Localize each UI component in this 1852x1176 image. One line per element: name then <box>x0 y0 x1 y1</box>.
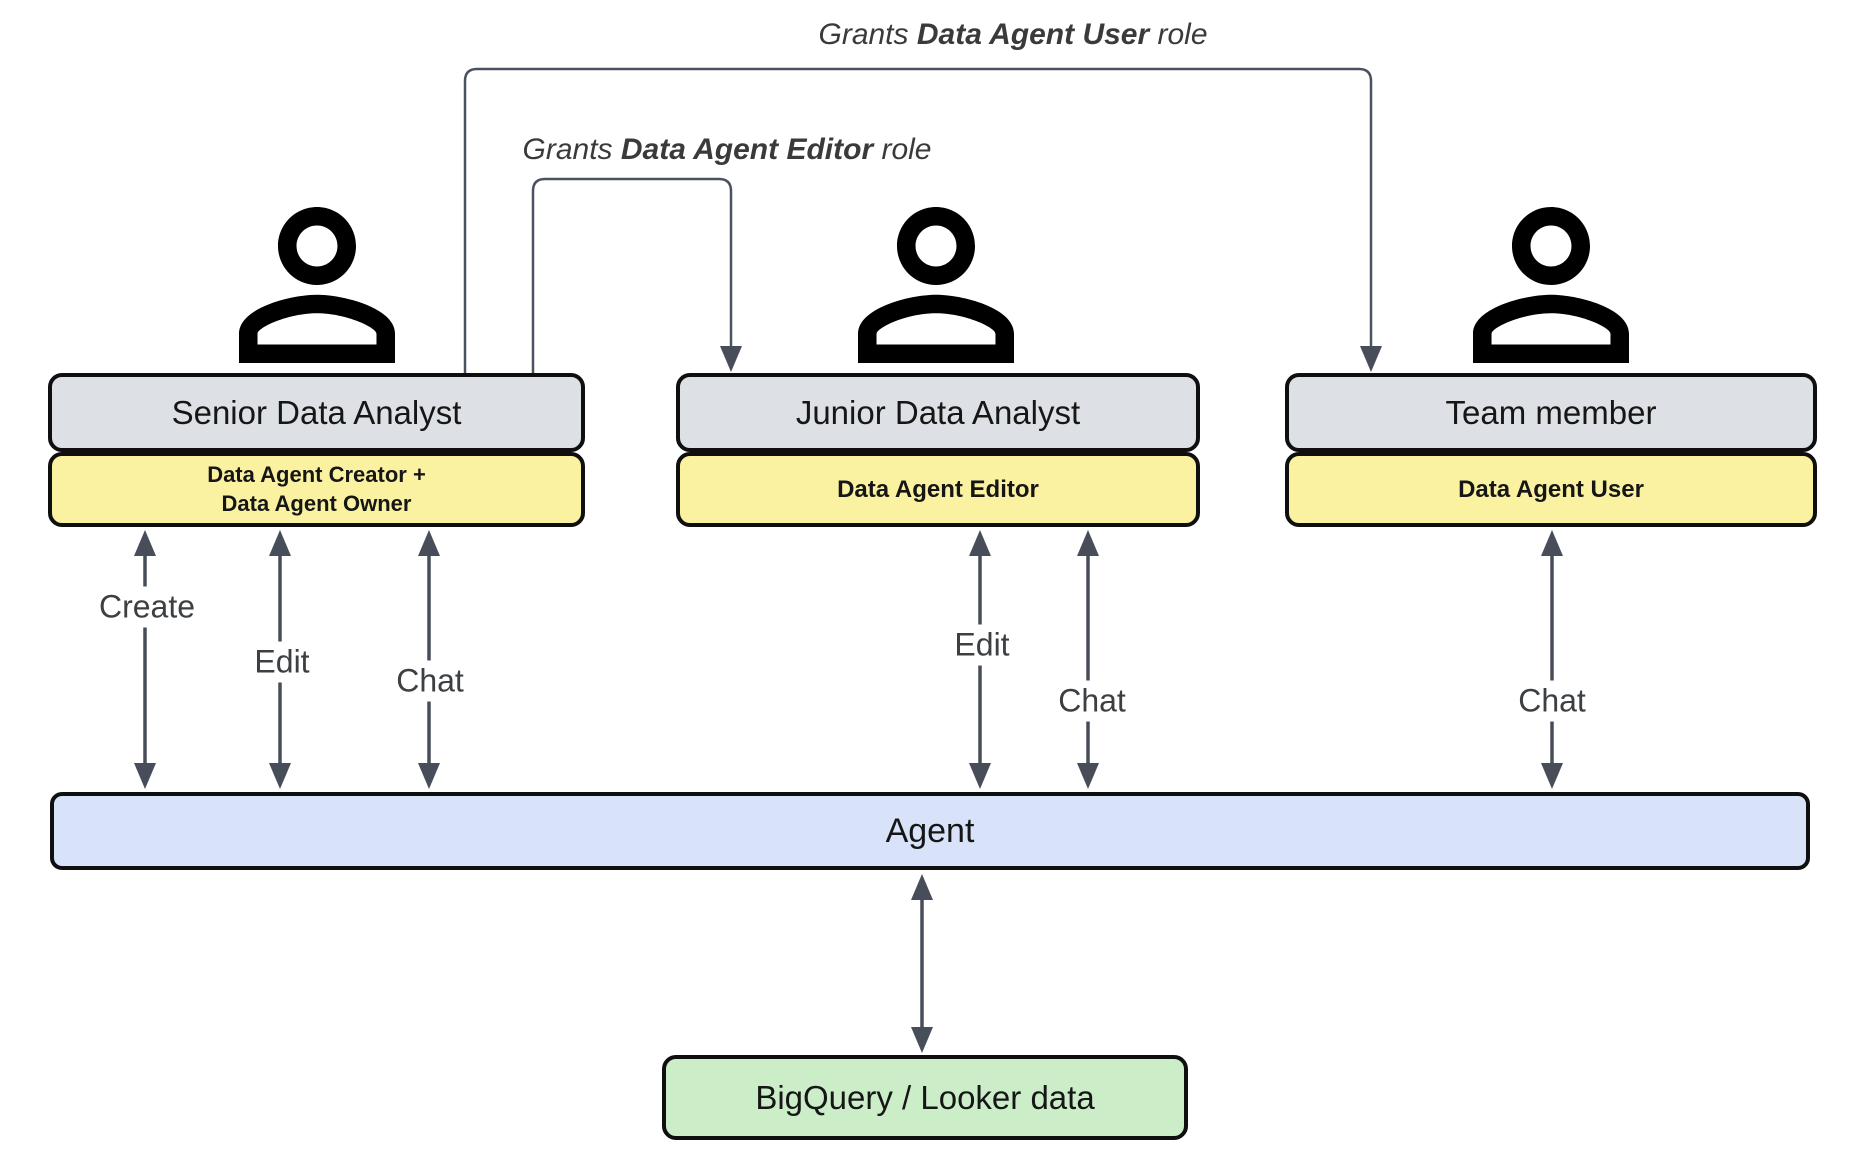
role-badge-text: Data Agent Creator + Data Agent Owner <box>207 461 426 518</box>
role-badge-junior: Data Agent Editor <box>676 452 1200 527</box>
role-line: Data Agent User <box>1458 475 1644 503</box>
persona-box-team-member: Team member <box>1285 373 1817 452</box>
arrow-label-edit-senior: Edit <box>245 641 319 683</box>
role-line: Data Agent Owner <box>221 490 412 516</box>
grants-label-role: Data Agent User <box>916 18 1150 51</box>
grants-label-role: Data Agent Editor <box>620 133 874 166</box>
arrow-label-chat-junior: Chat <box>1049 680 1135 722</box>
arrow-label-create: Create <box>89 586 205 628</box>
grants-label-suffix: role <box>1149 18 1208 51</box>
agent-bar: Agent <box>50 792 1810 870</box>
double-arrow-chat-junior <box>1077 530 1099 789</box>
person-icon <box>239 207 395 363</box>
arrow-label-chat-team: Chat <box>1509 680 1595 722</box>
double-arrow-chat-team <box>1541 530 1563 789</box>
role-badge-team: Data Agent User <box>1285 452 1817 527</box>
persona-box-senior-data-analyst: Senior Data Analyst <box>48 373 585 452</box>
double-arrow-create <box>134 530 156 789</box>
double-arrow-agent-data <box>911 874 933 1053</box>
role-line: Data Agent Creator + <box>207 461 426 487</box>
arrow-label-edit-junior: Edit <box>945 624 1019 666</box>
bigquery-looker-data-box: BigQuery / Looker data <box>662 1055 1188 1140</box>
grants-user-label: Grants Data Agent User role <box>818 18 1207 52</box>
arrowhead-down <box>1360 346 1382 372</box>
grants-editor-label: Grants Data Agent Editor role <box>523 133 932 167</box>
grants-user-connector <box>463 67 1382 373</box>
grants-editor-connector <box>531 177 742 373</box>
arrow-label-chat-senior: Chat <box>387 660 473 702</box>
arrowhead-down <box>720 346 742 372</box>
person-icon <box>1473 207 1629 363</box>
role-badge-senior: Data Agent Creator + Data Agent Owner <box>48 452 585 527</box>
double-arrow-chat-senior <box>418 530 440 789</box>
grants-label-prefix: Grants <box>818 18 917 51</box>
role-line: Data Agent Editor <box>837 475 1039 503</box>
persona-box-junior-data-analyst: Junior Data Analyst <box>676 373 1200 452</box>
grants-label-prefix: Grants <box>522 133 621 166</box>
person-icon <box>858 207 1014 363</box>
grants-label-suffix: role <box>873 133 932 166</box>
